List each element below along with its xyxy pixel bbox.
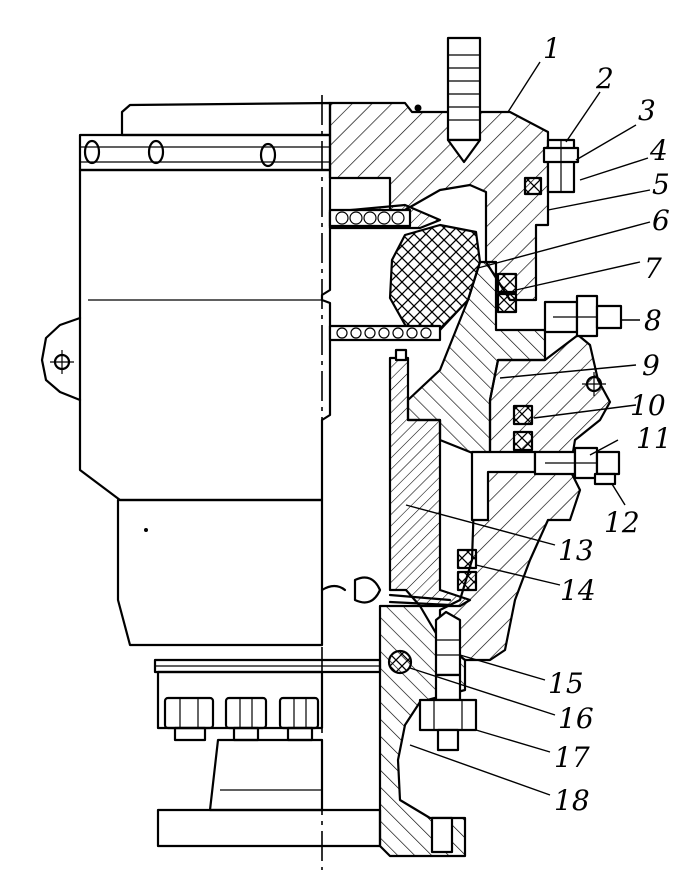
side-lug: [40, 316, 82, 402]
seal-10a: [512, 404, 534, 426]
part-label-3: 3: [638, 94, 656, 127]
leader-lines: [405, 61, 651, 796]
inner-ring: [353, 576, 382, 604]
top-cap: [120, 101, 332, 137]
flange-hole: [430, 816, 454, 854]
coil-strip: [328, 208, 412, 228]
part-label-18: 18: [554, 784, 590, 817]
bolt-head: [83, 139, 101, 165]
section-view: [320, 36, 623, 858]
part-label-16: 16: [558, 702, 594, 735]
bolt-15: [418, 610, 478, 752]
coil-strip-lower: [328, 324, 442, 342]
seal-10b: [512, 430, 534, 452]
bolt-head: [147, 139, 165, 165]
part-numbers: 1 2 3 4 5 6 7 8 9 10 11 12 13 14 15 16 1…: [543, 32, 672, 817]
lower-body: [116, 498, 324, 647]
top-stud: [446, 36, 482, 164]
base-ring: [156, 808, 382, 848]
port-fitting-11: [533, 446, 621, 486]
part-label-7: 7: [644, 252, 662, 285]
seal-4: [523, 176, 543, 196]
part-label-17: 17: [554, 741, 590, 774]
packing-element: [388, 223, 482, 332]
part-label-10: 10: [630, 389, 666, 422]
port-fitting-8: [543, 294, 623, 338]
bolt-head: [259, 142, 277, 168]
part-label-5: 5: [652, 168, 670, 201]
part-label-6: 6: [652, 204, 670, 237]
part-label-8: 8: [644, 304, 662, 337]
part-label-15: 15: [548, 667, 584, 700]
part-label-2: 2: [595, 62, 614, 95]
seal-7b: [496, 292, 518, 314]
part-label-13: 13: [558, 534, 594, 567]
cylinder-sleeve: [388, 356, 472, 608]
seal-14b: [456, 570, 478, 592]
main-body: [78, 168, 332, 502]
part-label-14: 14: [560, 574, 596, 607]
inner-line: [388, 593, 452, 602]
part-label-1: 1: [543, 32, 561, 65]
seal-14a: [456, 548, 478, 570]
part-label-11: 11: [636, 422, 672, 455]
upper-band: [78, 133, 332, 172]
sleeve-cap: [394, 348, 408, 362]
seal-7a: [496, 272, 518, 294]
o-ring-16: [387, 649, 413, 675]
inner-arc: [320, 584, 347, 592]
bleed-screw: [542, 138, 580, 194]
bolt-row: [156, 670, 324, 742]
part-label-4: 4: [649, 134, 668, 167]
skirt: [208, 738, 324, 812]
part-label-9: 9: [642, 349, 660, 382]
part-label-12: 12: [604, 506, 640, 539]
